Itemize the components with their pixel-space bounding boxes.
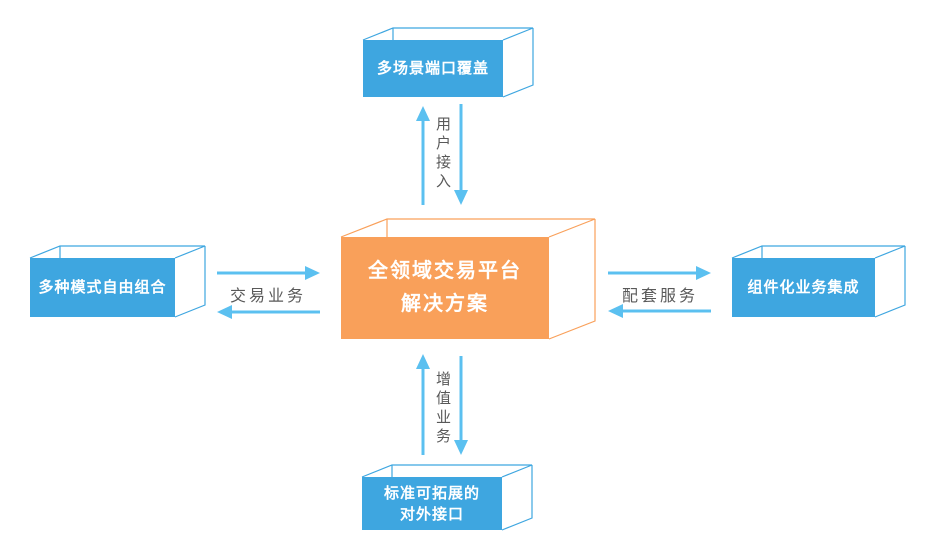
bottom-node-line2: 对外接口 xyxy=(399,505,464,523)
support-right-arrow xyxy=(608,266,711,280)
bottom-node-3d-frame xyxy=(361,464,533,531)
trading-right-arrow xyxy=(217,266,320,280)
trading-left-arrow xyxy=(217,305,320,319)
node-label: 多种模式自由组合 xyxy=(38,279,167,296)
node-multi-scenario-ports: 多场景端口覆盖 xyxy=(363,40,503,97)
node-standard-external-interface: 标准可拓展的 对外接口 xyxy=(362,477,502,530)
node-componentized-integration: 组件化业务集成 xyxy=(732,258,875,317)
edge-label-user-access: 用户接入 xyxy=(434,116,451,192)
node-center-trading-platform: 全领域交易平台 解决方案 xyxy=(341,237,549,339)
center-node-line2: 解决方案 xyxy=(401,293,489,315)
node-multi-mode-combination: 多种模式自由组合 xyxy=(30,258,175,317)
support-left-arrow xyxy=(608,304,711,318)
edge-label-value-added-business: 增值业务 xyxy=(434,371,451,447)
left-node-3d-frame xyxy=(29,245,206,318)
top-node-3d-frame xyxy=(362,27,534,98)
user-access-up-arrow xyxy=(416,106,430,205)
center-node-line1: 全领域交易平台 xyxy=(368,260,522,282)
edge-label-trading-business: 交易业务 xyxy=(229,288,306,305)
value-added-down-arrow xyxy=(454,356,468,455)
value-added-up-arrow xyxy=(416,354,430,455)
edge-label-support-services: 配套服务 xyxy=(621,288,698,305)
user-access-down-arrow xyxy=(454,104,468,205)
right-node-3d-frame xyxy=(731,245,906,318)
bottom-node-line1: 标准可拓展的 xyxy=(383,484,480,502)
node-label: 组件化业务集成 xyxy=(747,279,860,296)
center-node-3d-frame xyxy=(340,218,596,340)
node-label: 多场景端口覆盖 xyxy=(376,60,489,77)
